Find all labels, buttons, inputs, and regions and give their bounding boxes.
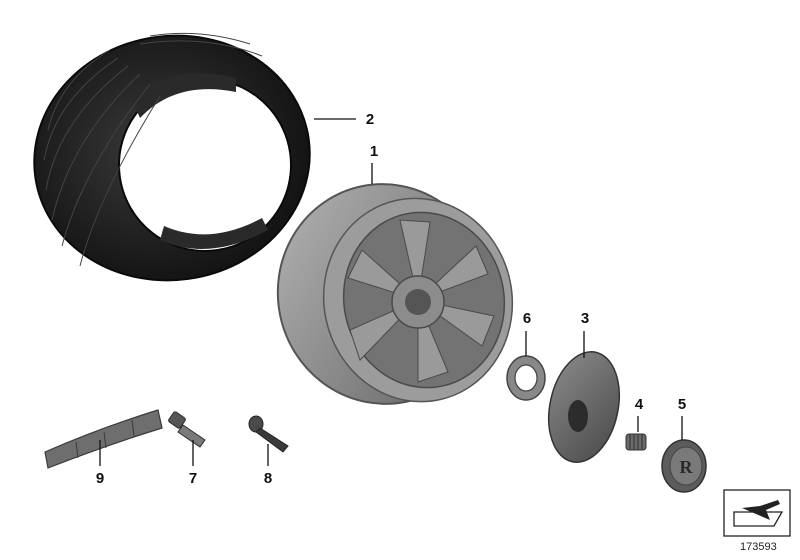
- callout-ring: 6: [522, 310, 532, 327]
- hubcap: [548, 351, 620, 463]
- cap-logo: R: [680, 457, 694, 477]
- center-cap: R: [661, 439, 707, 493]
- spring: [625, 433, 647, 451]
- balance-weight: [44, 409, 163, 469]
- callout-wheel-bolt: 7: [188, 470, 198, 487]
- callout-center-cap: 5: [677, 396, 687, 413]
- wheel-rim: [276, 183, 514, 405]
- leader-lines: [99, 118, 683, 466]
- callout-spring: 4: [634, 396, 644, 413]
- tire-tread: [43, 32, 263, 267]
- centering-ring: [506, 355, 546, 401]
- callout-tire: 2: [365, 111, 375, 128]
- wheel-bolt: [168, 411, 206, 448]
- callout-hubcap: 3: [580, 310, 590, 327]
- tire: [33, 32, 311, 282]
- callout-wheel: 1: [369, 143, 379, 160]
- callout-balance-weight: 9: [95, 470, 105, 487]
- valve: [248, 415, 289, 453]
- callout-valve: 8: [263, 470, 273, 487]
- folder-arrow-icon: [723, 489, 791, 537]
- diagram-number: 173593: [740, 541, 777, 553]
